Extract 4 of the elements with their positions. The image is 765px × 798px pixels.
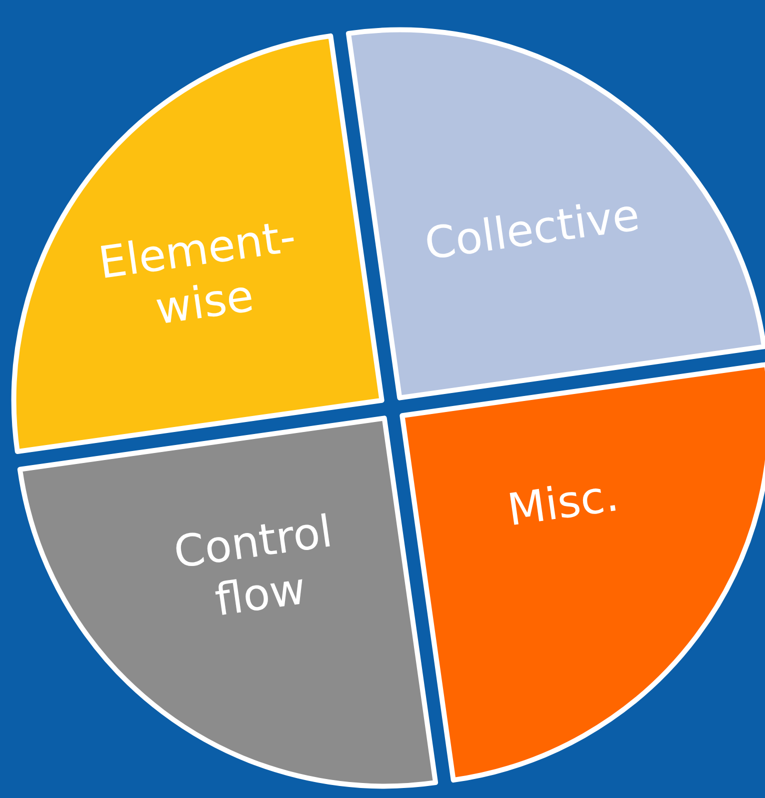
segment-label: Misc. xyxy=(504,470,623,539)
segment-label: Collective xyxy=(420,188,644,272)
segment-label: Control flow xyxy=(170,505,337,629)
segment-label: Element-wise xyxy=(94,210,300,336)
